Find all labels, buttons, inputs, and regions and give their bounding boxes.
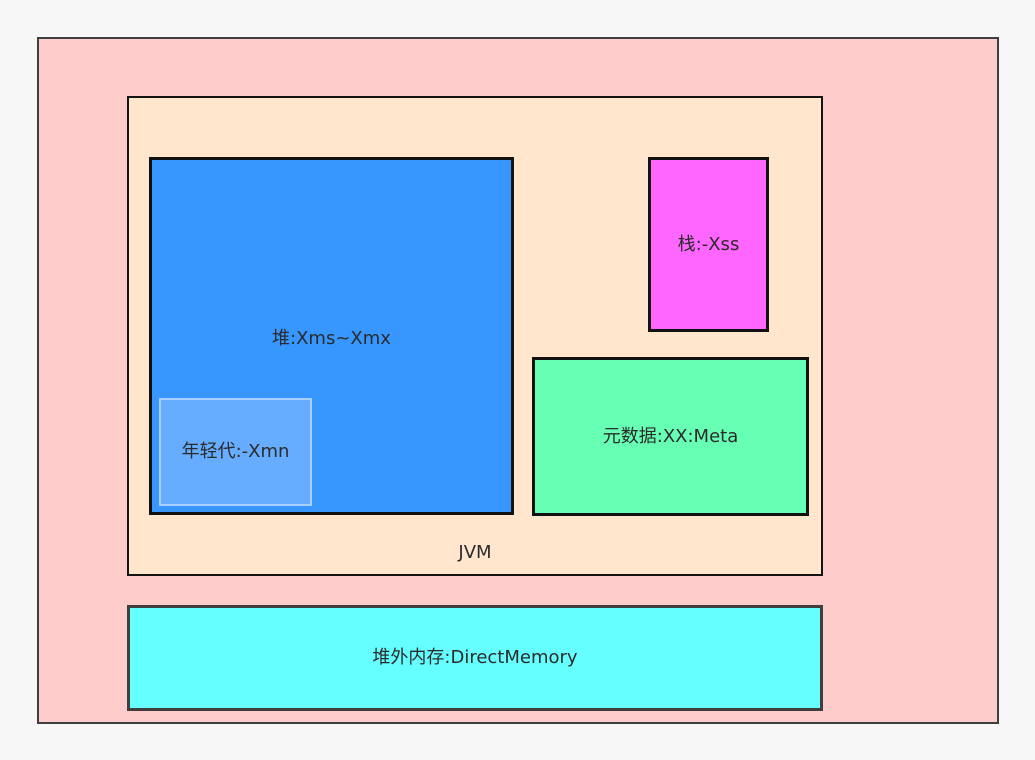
offheap-region: 堆外内存:DirectMemory: [127, 605, 823, 711]
young-gen-label: 年轻代:-Xmn: [181, 441, 290, 462]
young-gen-region: 年轻代:-Xmn: [159, 398, 312, 506]
jvm-label: JVM: [458, 542, 492, 563]
stack-label: 栈:-Xss: [677, 233, 740, 255]
stack-region: 栈:-Xss: [648, 157, 769, 332]
metaspace-label: 元数据:XX:Meta: [602, 425, 739, 447]
offheap-label: 堆外内存:DirectMemory: [372, 647, 578, 668]
heap-label: 堆:Xms~Xmx: [272, 328, 391, 349]
metaspace-region: 元数据:XX:Meta: [532, 357, 809, 516]
